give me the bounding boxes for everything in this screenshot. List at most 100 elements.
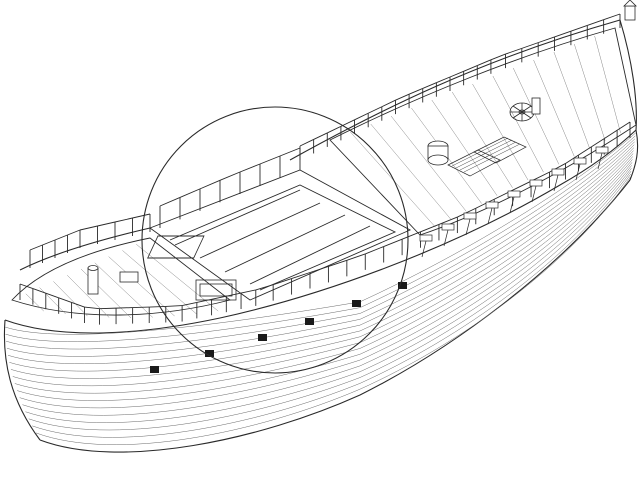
- rail-top: [313, 132, 328, 140]
- rail-top: [436, 76, 451, 84]
- rail-top: [71, 301, 85, 308]
- gun-carriage: [463, 212, 477, 220]
- gun-port: [258, 334, 267, 341]
- hull-plank-line: [12, 153, 634, 387]
- stern-lantern: [623, 0, 637, 21]
- rail-top: [422, 82, 437, 89]
- rail-top: [309, 265, 329, 273]
- rail-top: [565, 154, 579, 164]
- gun-carriage: [419, 234, 433, 242]
- rail-top: [19, 283, 34, 290]
- rail-top: [475, 198, 495, 209]
- rail-top: [521, 42, 539, 49]
- deck-plank-line: [390, 115, 467, 212]
- bow-fittings: [87, 265, 237, 301]
- rail-top: [365, 246, 384, 255]
- rail-top: [255, 284, 274, 291]
- deck-plank-line: [67, 275, 110, 318]
- railing-stanchions: [19, 13, 631, 325]
- gun-port: [352, 300, 361, 307]
- rail-top: [79, 225, 98, 231]
- rail-top: [408, 88, 423, 95]
- rail-top: [327, 125, 342, 134]
- deck-plank-line: [594, 35, 621, 133]
- gun-barrel: [597, 152, 603, 170]
- capstan: [427, 140, 449, 166]
- rail-top: [159, 197, 181, 207]
- rail-top: [132, 213, 151, 219]
- rail-top: [58, 297, 72, 303]
- hull-plank-line: [7, 144, 635, 365]
- rail-top: [328, 259, 347, 267]
- deck-plank-line: [574, 43, 606, 141]
- gun-carriage: [441, 223, 455, 231]
- deck-plank-line: [25, 293, 44, 312]
- rail-top: [395, 93, 410, 101]
- deck-plank-line: [451, 91, 513, 188]
- gun-carriage: [529, 179, 543, 187]
- deck-plank-line: [472, 83, 529, 181]
- rail-top: [116, 307, 133, 309]
- deck-plank-line: [553, 51, 590, 149]
- hull-plank-line: [6, 138, 636, 350]
- rail-top: [99, 307, 117, 310]
- rail-top: [97, 221, 116, 227]
- rail-top: [438, 216, 458, 225]
- rail-top: [149, 306, 166, 308]
- deck-plank-line: [94, 262, 153, 318]
- rail-top: [401, 231, 421, 240]
- hull-plank-line: [25, 168, 632, 423]
- deck-plank-line: [122, 250, 197, 315]
- rail-top: [179, 188, 201, 198]
- hull-plank-line: [6, 141, 635, 357]
- rail-top: [199, 179, 221, 190]
- deck-plank-line: [513, 67, 560, 165]
- deck-plank-line: [370, 123, 452, 220]
- rail-top: [54, 234, 68, 241]
- rail-top: [42, 239, 56, 246]
- rail-top: [226, 292, 242, 297]
- deck-plank-line: [431, 99, 498, 196]
- rail-top: [239, 163, 261, 173]
- gun-barrel: [443, 229, 449, 247]
- rail-top: [196, 298, 212, 303]
- gun-barrel: [531, 185, 537, 203]
- hull-plank-line: [17, 159, 633, 401]
- rail-top: [616, 121, 631, 131]
- rail-top: [45, 292, 59, 299]
- rail-top: [346, 253, 366, 261]
- hull-plank-line: [5, 132, 636, 335]
- rail-top: [354, 112, 369, 121]
- gun-barrel: [465, 218, 471, 236]
- gun-carriages: [419, 146, 609, 258]
- gun-barrel: [421, 240, 427, 258]
- hull-plank-line: [9, 147, 635, 372]
- gun-carriage: [485, 201, 499, 209]
- deck-planking: [350, 35, 621, 228]
- ship-hull: [3, 19, 639, 453]
- ships-wheel: [509, 97, 541, 122]
- rail-top: [29, 244, 43, 251]
- deck-plank-line: [492, 75, 544, 173]
- rail-top: [383, 238, 403, 247]
- rail-top: [603, 13, 621, 21]
- hull-plank-line: [32, 173, 631, 438]
- hull-plank-line: [10, 150, 634, 379]
- rail-top: [132, 306, 150, 309]
- rail-top: [554, 30, 572, 38]
- hull-plank-line: [19, 162, 633, 409]
- deck-plank-line: [39, 287, 66, 315]
- rail-top: [463, 65, 478, 72]
- rail-top: [240, 289, 256, 294]
- hull-planking: [5, 132, 636, 445]
- rail-top: [114, 217, 133, 223]
- deck-hatch-grates: [447, 136, 527, 177]
- rail-top: [273, 278, 292, 286]
- rail-top: [182, 301, 197, 306]
- quarterdeck: [329, 27, 637, 236]
- gun-barrel: [509, 196, 515, 214]
- rail-top: [32, 288, 46, 294]
- rail-top: [587, 19, 604, 26]
- magnifier-circle: [141, 106, 409, 374]
